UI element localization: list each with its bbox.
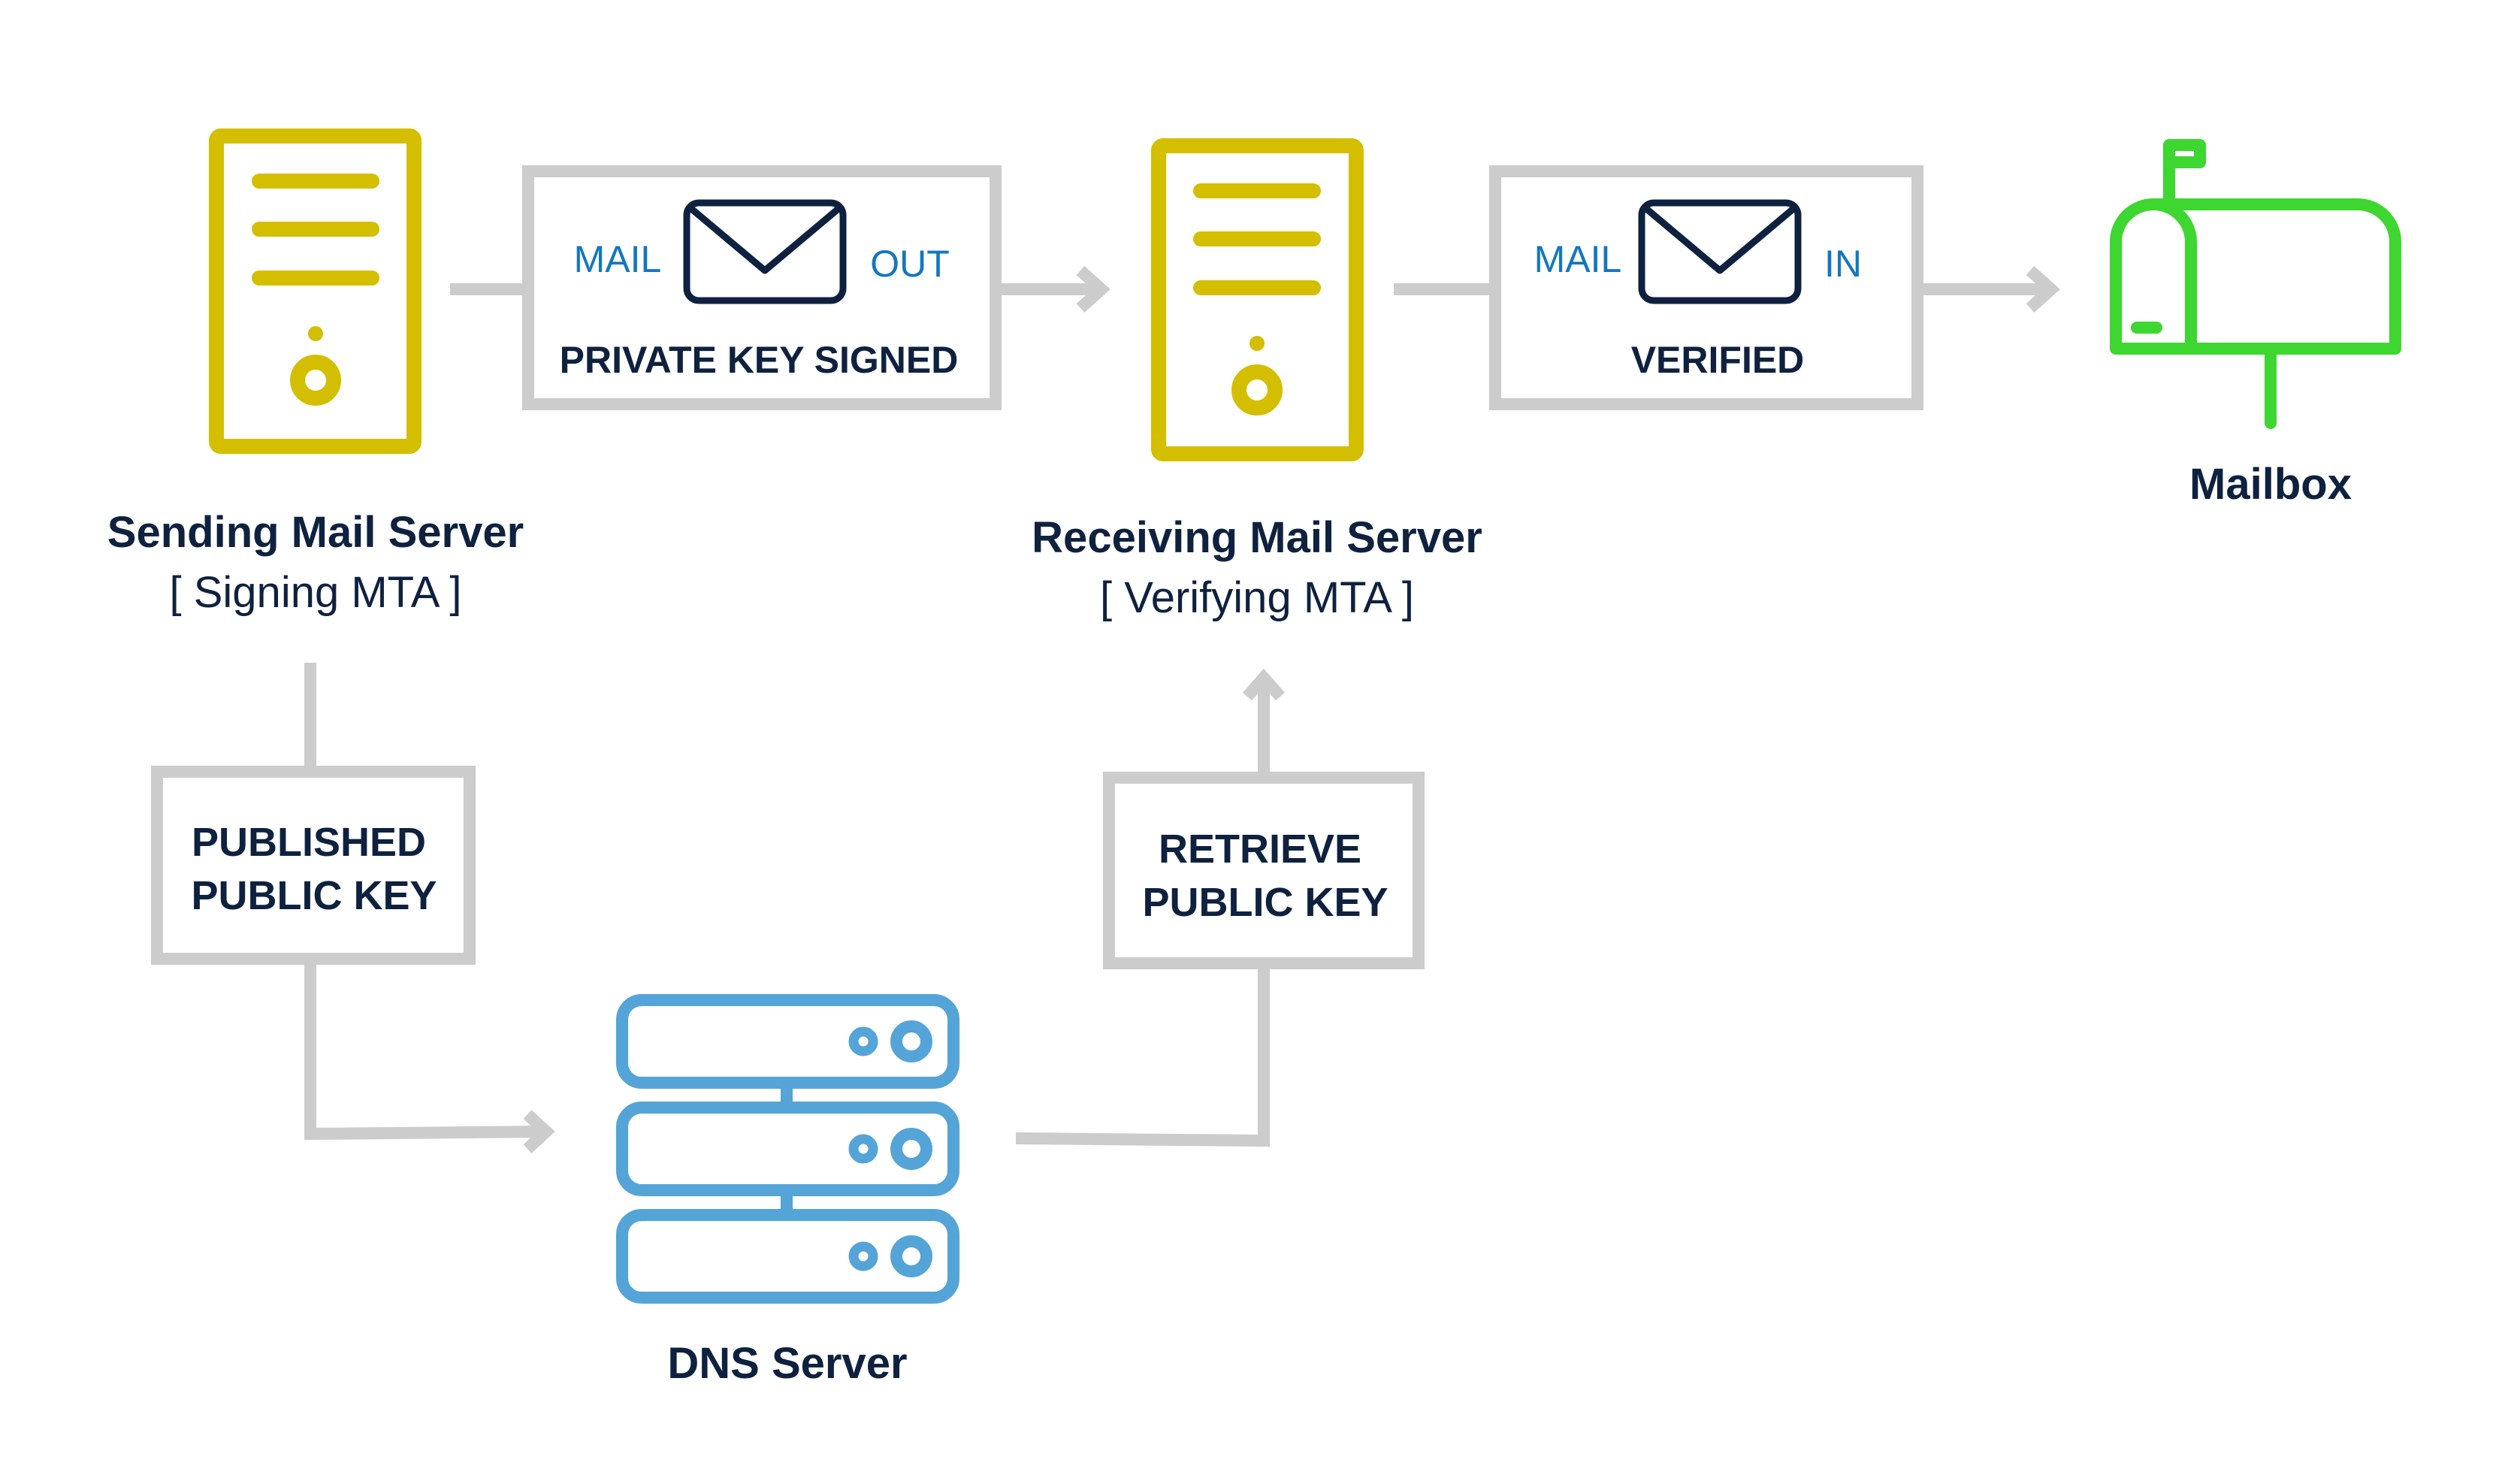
- mail-out-box: [522, 165, 1002, 410]
- sending-server-node: Sending Mail Server [ Signing MTA ]: [107, 128, 524, 617]
- retrieve-line2: PUBLIC KEY: [1142, 880, 1388, 925]
- receiving-server-title: Receiving Mail Server: [1032, 513, 1482, 562]
- arrowhead-right-icon: [1076, 266, 1111, 313]
- publish-line2: PUBLIC KEY: [191, 873, 437, 918]
- server-tower-icon: [1151, 138, 1364, 461]
- retrieve-step: RETRIEVE PUBLIC KEY: [1103, 772, 1425, 969]
- receiving-server-node: Receiving Mail Server [ Verifying MTA ]: [1032, 138, 1482, 622]
- server-rack-icon: [616, 994, 959, 1304]
- mail-out-caption: PRIVATE KEY SIGNED: [560, 339, 959, 381]
- envelope-icon: [683, 199, 847, 304]
- sending-server-subtitle: [ Signing MTA ]: [170, 568, 462, 617]
- publish-box: [151, 766, 476, 965]
- dns-server-node: DNS Server: [616, 994, 959, 1388]
- mail-in-box: [1489, 165, 1923, 410]
- mailbox-icon: [2110, 139, 2401, 429]
- receiving-server-subtitle: [ Verifying MTA ]: [1100, 573, 1414, 622]
- mail-out-step: MAIL OUT PRIVATE KEY SIGNED: [522, 165, 1002, 410]
- mail-out-left-label: MAIL: [574, 238, 662, 280]
- mail-in-step: MAIL IN VERIFIED: [1489, 165, 1923, 410]
- mailbox-node: Mailbox: [2110, 139, 2401, 509]
- retrieve-box: [1103, 772, 1425, 969]
- mail-out-right-label: OUT: [870, 243, 950, 285]
- edge-dns-to-retrieve: [1015, 969, 1270, 1147]
- arrowhead-right-icon: [2026, 266, 2061, 313]
- mailbox-title: Mailbox: [2189, 460, 2352, 509]
- dns-server-title: DNS Server: [667, 1339, 907, 1388]
- arrowhead-up-icon: [1242, 668, 1286, 701]
- publish-line1: PUBLISHED: [192, 820, 426, 865]
- sending-server-title: Sending Mail Server: [107, 508, 524, 557]
- connectors: [304, 266, 2061, 1153]
- edge-publish-to-dns: [304, 965, 547, 1141]
- envelope-icon: [1638, 199, 1802, 304]
- mail-in-right-label: IN: [1824, 243, 1862, 285]
- retrieve-line1: RETRIEVE: [1159, 827, 1361, 872]
- arrowhead-right-icon: [523, 1110, 555, 1153]
- mail-in-caption: VERIFIED: [1631, 339, 1805, 381]
- server-tower-icon: [209, 128, 422, 454]
- mail-in-left-label: MAIL: [1534, 238, 1622, 280]
- publish-step: PUBLISHED PUBLIC KEY: [151, 766, 476, 965]
